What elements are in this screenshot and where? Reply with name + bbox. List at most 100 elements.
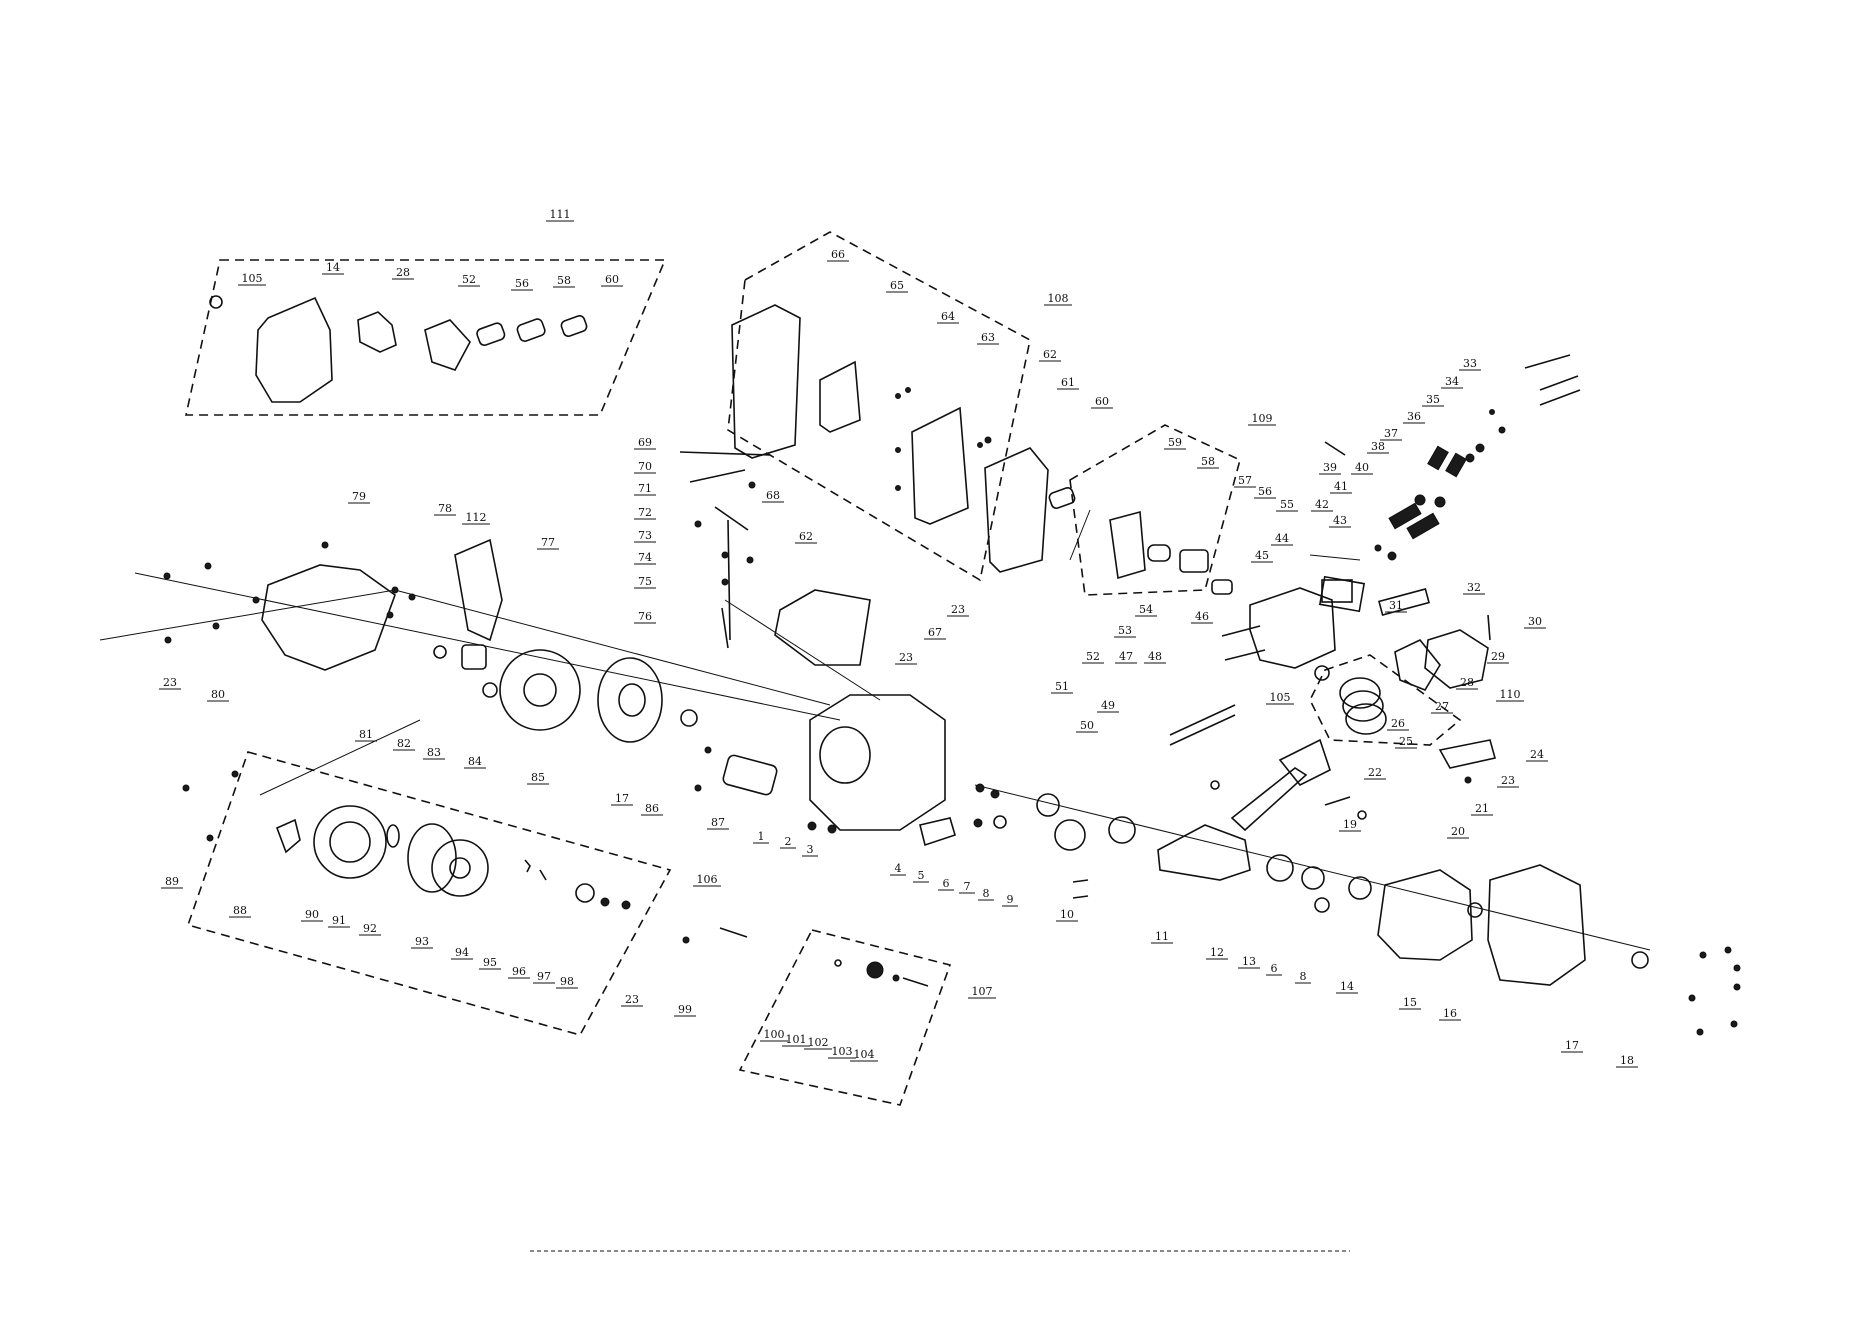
part-callout-72: 72 bbox=[638, 506, 652, 519]
intake-pipe-gasket bbox=[1048, 486, 1076, 510]
part-callout-71: 71 bbox=[638, 482, 652, 495]
head-gasket bbox=[357, 311, 397, 353]
piston-ring-2 bbox=[1342, 690, 1384, 722]
part-callout-59: 59 bbox=[1168, 436, 1182, 449]
part-callout-19: 19 bbox=[1343, 818, 1357, 831]
connecting-rod bbox=[1230, 767, 1308, 832]
part-callout-3: 3 bbox=[807, 843, 814, 856]
recoil-spring bbox=[539, 869, 547, 881]
gasket-kit-parts bbox=[209, 295, 588, 403]
push-rod-guide bbox=[1378, 588, 1430, 616]
top-shroud bbox=[774, 589, 871, 666]
piston bbox=[1278, 738, 1331, 787]
valve-intake bbox=[1221, 625, 1261, 637]
intake-spacer bbox=[1179, 549, 1209, 573]
air-filter-element bbox=[819, 360, 861, 433]
part-callout-6: 6 bbox=[1271, 962, 1278, 975]
part-callout-58: 58 bbox=[1201, 455, 1215, 468]
part-callout-103: 103 bbox=[832, 1045, 853, 1058]
air-cleaner-cover bbox=[731, 304, 801, 459]
bearing-left-a bbox=[993, 815, 1007, 829]
governor-shaft bbox=[727, 519, 731, 641]
kit-group-outlines bbox=[185, 231, 1462, 1106]
breather-bolt bbox=[1487, 614, 1491, 641]
crankcase-bore bbox=[819, 726, 871, 784]
rocker-cover bbox=[1318, 575, 1366, 613]
part-callout-24: 24 bbox=[1530, 748, 1544, 761]
fan-cover bbox=[261, 564, 396, 671]
part-callout-8: 8 bbox=[1300, 970, 1307, 983]
part-callout-69: 69 bbox=[638, 436, 652, 449]
part-callout-91: 91 bbox=[332, 914, 346, 927]
part-callout-80: 80 bbox=[211, 688, 225, 701]
part-callout-86: 86 bbox=[645, 802, 659, 815]
kit-group-110-outline bbox=[1309, 654, 1462, 746]
bearing-right-b bbox=[1314, 897, 1330, 913]
carb-gasket bbox=[476, 322, 506, 347]
part-callout-109: 109 bbox=[1252, 412, 1273, 425]
part-callout-70: 70 bbox=[638, 460, 652, 473]
part-callout-30: 30 bbox=[1528, 615, 1542, 628]
rocker-arm bbox=[1321, 579, 1353, 603]
part-callout-14: 14 bbox=[1340, 980, 1354, 993]
part-callout-34: 34 bbox=[1445, 375, 1459, 388]
part-callout-10: 10 bbox=[1060, 908, 1074, 921]
part-callout-17: 17 bbox=[615, 792, 629, 805]
part-callout-54: 54 bbox=[1139, 603, 1153, 616]
part-callout-84: 84 bbox=[468, 755, 482, 768]
part-callout-65: 65 bbox=[890, 279, 904, 292]
part-callout-90: 90 bbox=[305, 908, 319, 921]
timing-disk bbox=[1108, 816, 1136, 844]
part-callout-39: 39 bbox=[1323, 461, 1337, 474]
part-callout-52: 52 bbox=[462, 273, 476, 286]
part-callout-101: 101 bbox=[786, 1033, 807, 1046]
push-rod-1 bbox=[1169, 704, 1236, 736]
piston-ring-1 bbox=[1339, 677, 1381, 709]
part-callout-100: 100 bbox=[764, 1028, 785, 1041]
flywheel-hub bbox=[618, 683, 646, 717]
bearing-right-c bbox=[1348, 876, 1372, 900]
starter-handle bbox=[275, 818, 301, 854]
part-callout-22: 22 bbox=[1368, 766, 1382, 779]
part-callout-89: 89 bbox=[165, 875, 179, 888]
part-callout-79: 79 bbox=[352, 490, 366, 503]
part-callout-88: 88 bbox=[233, 904, 247, 917]
part-callout-8: 8 bbox=[983, 887, 990, 900]
spark-plug bbox=[1324, 441, 1346, 456]
part-callout-40: 40 bbox=[1355, 461, 1369, 474]
part-callout-51: 51 bbox=[1055, 680, 1069, 693]
recoil-housing-inner bbox=[329, 821, 371, 863]
tappet bbox=[1072, 879, 1089, 883]
part-callout-37: 37 bbox=[1384, 427, 1398, 440]
crankcase-cover-gasket bbox=[1377, 869, 1473, 961]
part-callout-23: 23 bbox=[163, 676, 177, 689]
throttle-spring bbox=[689, 469, 746, 483]
part-callout-56: 56 bbox=[515, 277, 529, 290]
flywheel-disc bbox=[597, 657, 663, 743]
recoil-reel bbox=[431, 839, 489, 897]
part-callout-29: 29 bbox=[1491, 650, 1505, 663]
part-callout-64: 64 bbox=[941, 310, 955, 323]
recoil-friction-plate bbox=[575, 883, 595, 903]
part-callout-2: 2 bbox=[785, 835, 792, 848]
part-callout-56: 56 bbox=[1258, 485, 1272, 498]
part-callout-50: 50 bbox=[1080, 719, 1094, 732]
part-callout-60: 60 bbox=[605, 273, 619, 286]
part-callout-33: 33 bbox=[1463, 357, 1477, 370]
part-callout-82: 82 bbox=[397, 737, 411, 750]
misc-parts bbox=[682, 927, 929, 987]
head-bolt-2 bbox=[1539, 375, 1579, 391]
kit-group-108-outline bbox=[727, 231, 1031, 582]
part-callout-48: 48 bbox=[1148, 650, 1162, 663]
part-callout-108: 108 bbox=[1048, 292, 1069, 305]
head-gasket-2 bbox=[1394, 639, 1441, 691]
part-callout-31: 31 bbox=[1389, 599, 1403, 612]
air-cleaner-grid bbox=[911, 406, 969, 525]
oil-seal-crank bbox=[1266, 854, 1294, 882]
part-callout-92: 92 bbox=[363, 922, 377, 935]
part-callout-78: 78 bbox=[438, 502, 452, 515]
part-callout-35: 35 bbox=[1426, 393, 1440, 406]
crankshaft-line-parts bbox=[919, 738, 1741, 1036]
seal-ring bbox=[1036, 793, 1060, 817]
part-callout-1: 1 bbox=[758, 830, 765, 843]
